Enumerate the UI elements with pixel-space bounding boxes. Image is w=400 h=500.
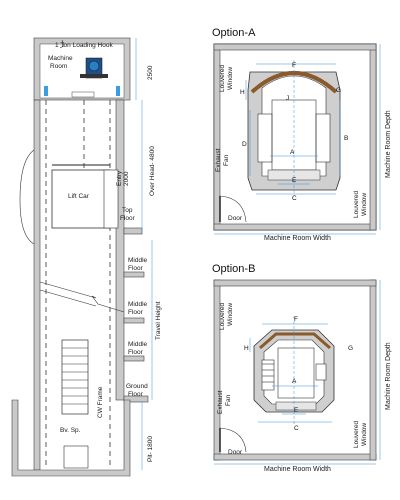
middle-floor-3b: Floor bbox=[128, 349, 144, 356]
option-b-rail-right bbox=[315, 363, 327, 381]
option-a-letter-d: D bbox=[242, 141, 247, 148]
option-b-car bbox=[277, 347, 315, 399]
option-b-letter-f: F bbox=[294, 316, 298, 323]
option-b-depth-label: Machine Room Depth bbox=[385, 342, 392, 410]
option-a-depth-label: Machine Room Depth bbox=[385, 110, 392, 178]
cw-frame bbox=[61, 339, 89, 415]
option-a-width-label: Machine Room Width bbox=[264, 235, 331, 242]
option-a-letter-g: G bbox=[336, 87, 341, 94]
middle-floor-slab-1 bbox=[123, 271, 145, 278]
lift-car bbox=[51, 169, 111, 229]
option-b-letter-e: E bbox=[294, 407, 299, 414]
option-a-wall-right bbox=[369, 43, 377, 231]
break-line-2 bbox=[39, 289, 97, 307]
ground-floor-2: Floor bbox=[128, 391, 144, 398]
option-a-rail-left bbox=[257, 113, 273, 163]
top-floor-label-1: Top bbox=[122, 207, 133, 214]
machine-room-interior bbox=[39, 43, 125, 99]
travel-height-label: Travel Height bbox=[155, 301, 162, 340]
machine-room-label-1: Machine bbox=[48, 55, 73, 62]
buffer-label: Bv. Sp. bbox=[60, 427, 81, 434]
option-a-exhaust-2: Fan bbox=[223, 154, 230, 166]
option-b-louver-right-1: Louvered bbox=[353, 421, 360, 448]
option-b-letter-c: C bbox=[294, 425, 299, 432]
option-a-exhaust-1: Exhaust bbox=[215, 148, 222, 172]
option-a-plan: Option-A Louvered Window Exhaust Fan Doo… bbox=[212, 27, 392, 242]
option-a-arch bbox=[250, 71, 338, 94]
option-b-title: Option-B bbox=[212, 263, 255, 275]
option-b-cw-lines bbox=[262, 363, 274, 383]
middle-floor-2b: Floor bbox=[128, 309, 144, 316]
hook-icon bbox=[59, 39, 65, 49]
option-b-louver-left-1: Louvered bbox=[219, 303, 226, 330]
option-b-sill bbox=[275, 401, 317, 411]
option-b-letter-h: H bbox=[244, 345, 249, 352]
pit-label: Pit- 1800 bbox=[147, 436, 154, 462]
floor-opening-right bbox=[116, 86, 120, 96]
option-a-wall-top bbox=[213, 43, 377, 51]
option-a-louver-right-2: Window bbox=[361, 193, 368, 216]
option-a-title: Option-A bbox=[212, 27, 256, 39]
floor-slab-block bbox=[71, 91, 95, 98]
entry-label: Entry bbox=[116, 170, 123, 186]
lift-car-label: Lift Car bbox=[68, 193, 90, 200]
option-b-arch bbox=[259, 332, 331, 350]
option-a-letter-a: A bbox=[290, 149, 295, 156]
ground-floor-1: Ground bbox=[126, 383, 148, 390]
middle-floor-1a: Middle bbox=[128, 257, 148, 264]
machine-room-label-2: Room bbox=[50, 63, 67, 70]
entry-dim: 2000 bbox=[123, 171, 130, 186]
hoistway-wall-left bbox=[33, 99, 41, 471]
option-b-cw bbox=[261, 359, 275, 391]
elevation-section: 1 Ton Loading Hook Machine Room 2500 Lif… bbox=[11, 37, 162, 477]
middle-floor-2a: Middle bbox=[128, 301, 148, 308]
option-b-louver-right-2: Window bbox=[361, 423, 368, 446]
option-a-louver-left-1: Louvered bbox=[219, 65, 226, 92]
option-a-door-label: Door bbox=[228, 215, 243, 222]
option-a-louver-left-2: Window bbox=[227, 67, 234, 90]
option-a-rail-right bbox=[315, 113, 331, 163]
option-b-exhaust-1: Exhaust bbox=[217, 390, 224, 414]
option-b-door-swing bbox=[219, 427, 247, 453]
option-a-letter-f: F bbox=[292, 62, 296, 69]
option-b-width-label: Machine Room Width bbox=[264, 466, 331, 473]
counterweight-bump bbox=[19, 149, 35, 245]
floor-opening-left bbox=[44, 86, 48, 96]
middle-floor-3a: Middle bbox=[128, 341, 148, 348]
option-a-wall-bottom bbox=[213, 223, 377, 231]
option-b-door-label: Door bbox=[228, 449, 243, 456]
middle-floor-slab-2 bbox=[123, 317, 145, 324]
middle-floor-1b: Floor bbox=[128, 265, 144, 272]
overhead-label: Over Head- 4800 bbox=[149, 146, 156, 196]
option-b-letter-a: A bbox=[292, 378, 297, 385]
option-b-letter-g: G bbox=[348, 345, 353, 352]
option-a-letter-j: J bbox=[286, 95, 289, 102]
buffer-spring bbox=[63, 445, 89, 469]
car-door bbox=[103, 169, 119, 229]
break-line-1 bbox=[39, 281, 125, 313]
dim-2500-label: 2500 bbox=[147, 65, 154, 80]
option-a-door-swing bbox=[219, 195, 247, 223]
option-a-letter-e: E bbox=[292, 177, 297, 184]
ground-floor-slab bbox=[123, 395, 149, 403]
top-floor-label-2: Floor bbox=[120, 215, 136, 222]
middle-floor-slab-3 bbox=[123, 355, 145, 362]
option-a-letter-h: H bbox=[240, 89, 245, 96]
option-a-letter-c: C bbox=[292, 195, 297, 202]
hook-label: 1 Ton Loading Hook bbox=[55, 42, 113, 49]
option-b-louver-left-2: Window bbox=[227, 303, 234, 326]
option-a-letter-b: B bbox=[344, 135, 348, 142]
option-b-plan: Option-B Louvered Window Exhaust Fan Doo… bbox=[212, 263, 392, 473]
hoistway-wall-right bbox=[115, 99, 125, 401]
cw-frame-label: CW Frame bbox=[97, 386, 104, 418]
option-a-louver-right-1: Louvered bbox=[353, 191, 360, 218]
traction-machine-icon bbox=[80, 57, 108, 79]
option-b-exhaust-2: Fan bbox=[225, 394, 232, 406]
option-b-wall-top bbox=[213, 279, 377, 287]
option-b-wall-right bbox=[369, 279, 377, 461]
top-floor-slab bbox=[123, 227, 143, 235]
pit-walls bbox=[11, 399, 131, 477]
